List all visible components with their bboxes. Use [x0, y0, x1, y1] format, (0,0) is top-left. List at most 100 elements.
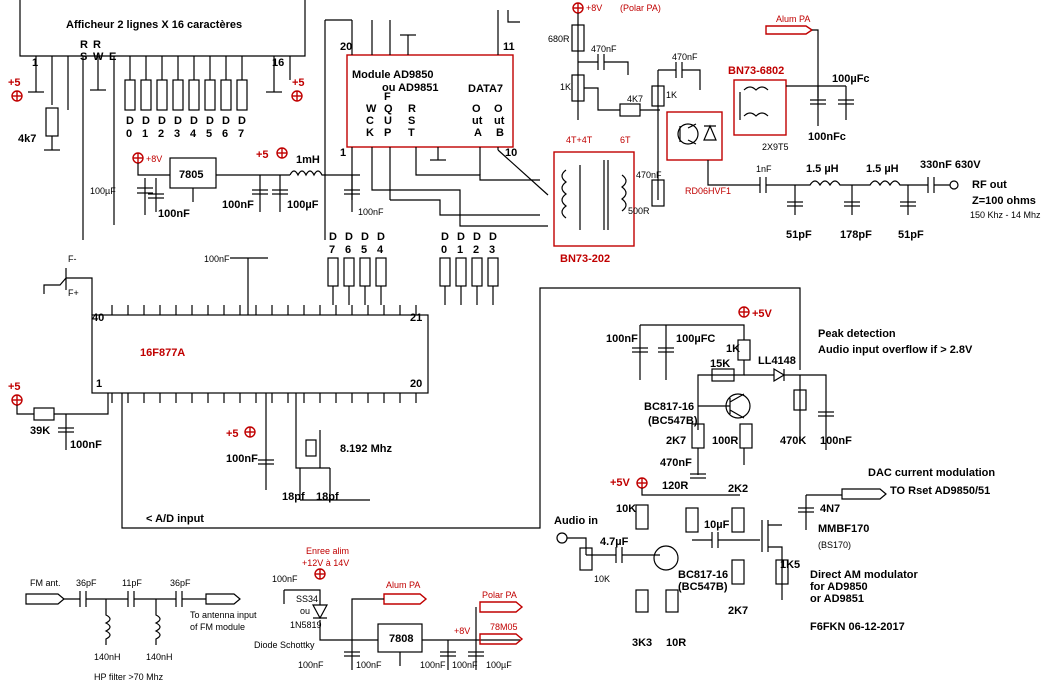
peak-bc547: (BC547B) [648, 415, 698, 427]
filter-c51a: 51pF [786, 229, 812, 241]
lcd-data-label: D [174, 115, 182, 127]
supply-c100: 100nF [272, 574, 298, 584]
pic-data-resistor [487, 257, 499, 287]
pic-c100n2: 100nF [70, 439, 102, 451]
am-audio-in: Audio in [554, 515, 598, 527]
supply-entree: Enree alim [306, 546, 349, 556]
svg-text:O: O [472, 103, 481, 115]
lcd-pin1: 1 [32, 57, 38, 69]
pa-r4k7: 4K7 [627, 94, 643, 104]
am-pot10k: 10K [594, 574, 610, 584]
dds-data7: DATA7 [468, 83, 503, 95]
lcd-vplus2: +5 [292, 77, 305, 89]
pic-data-resistor [343, 257, 355, 287]
filter-l1: 1.5 µH [806, 163, 839, 175]
dds-pin11: 11 [503, 41, 515, 53]
dds-module: Module AD9850 ou AD9851 DATA7 20 11 1 10… [324, 10, 549, 240]
svg-text:K: K [366, 127, 374, 139]
lcd-data-label: D [126, 115, 134, 127]
lcd-data-resistor [124, 79, 136, 111]
peak-r2k7: 2K7 [666, 435, 686, 447]
pic-c18a: 18pf [282, 491, 305, 503]
am-c10u: 10µF [704, 519, 730, 531]
am-mmbf170: MMBF170 [818, 523, 869, 535]
pic-data-resistor [439, 257, 451, 287]
am-c4n7: 4N7 [820, 503, 840, 515]
pic-f-minus: F- [68, 254, 77, 264]
supply-1n5819: 1N5819 [290, 620, 322, 630]
lcd-data-resistor [204, 79, 216, 111]
peak-r100: 100R [712, 435, 738, 447]
dds-title2: ou AD9851 [382, 82, 438, 94]
power-5v: +5 [256, 149, 269, 161]
lcd-data-resistor [156, 79, 168, 111]
pic-c100n3: 100nF [226, 453, 258, 465]
pic-data-resistor [359, 257, 371, 287]
peak-c100n: 100nF [606, 333, 638, 345]
pic-data-resistor [327, 257, 339, 287]
lcd-data-resistor [140, 79, 152, 111]
fm-hp: HP filter >70 Mhz [94, 672, 164, 682]
pic-data-label: D [329, 231, 337, 243]
pic-pin21: 21 [410, 312, 422, 324]
pic-data-label: D [489, 231, 497, 243]
lcd-data-label: D [158, 115, 166, 127]
peak-c100n2: 100nF [820, 435, 852, 447]
pa-r680: 680R [548, 34, 570, 44]
peak-c100u: 100µFC [676, 333, 715, 345]
lcd-data-resistor [220, 79, 232, 111]
power-ind: 1mH [296, 154, 320, 166]
lcd-rw: R [93, 39, 101, 51]
dds-title: Module AD9850 [352, 69, 434, 81]
am-for2: or AD9851 [810, 593, 864, 605]
am-r1k5: 1K5 [780, 559, 800, 571]
svg-text:ut: ut [494, 115, 505, 127]
lcd-data-label: 1 [142, 128, 148, 140]
pic-pin40: 40 [92, 312, 104, 324]
lcd-data-label: 0 [126, 128, 132, 140]
fm-l2: 140nH [146, 652, 173, 662]
pic-data-label: 6 [345, 244, 351, 256]
peak-5v: +5V [752, 308, 773, 320]
svg-text:C: C [366, 115, 374, 127]
power-c3: 100nF [222, 199, 254, 211]
peak-r1k: 1K [726, 343, 740, 355]
svg-text:Q: Q [384, 103, 393, 115]
am-to: TO Rset AD9850/51 [890, 485, 990, 497]
pic-data-label: 5 [361, 244, 367, 256]
am-bc547: (BC547B) [678, 581, 728, 593]
pa-alum: Alum PA [776, 14, 810, 24]
pic-data-label: D [361, 231, 369, 243]
pa-c100nf: 100nFc [808, 131, 846, 143]
peak-detection: Peak detection Audio input overflow if >… [606, 306, 973, 479]
pic-data-label: 3 [489, 244, 495, 256]
filter-l2: 1.5 µH [866, 163, 899, 175]
supply-polar: Polar PA [482, 590, 517, 600]
peak-r470k: 470K [780, 435, 806, 447]
am-5v: +5V [610, 477, 631, 489]
lcd-display: Afficheur 2 lignes X 16 caractères 1 16 … [8, 0, 306, 240]
pic-data-resistor [471, 257, 483, 287]
svg-text:W: W [366, 103, 377, 115]
supply-7808: 7808 [389, 633, 413, 645]
filter-c330: 330nF 630V [920, 159, 981, 171]
peak-c470: 470nF [660, 457, 692, 469]
lcd-pin16: 16 [272, 57, 284, 69]
fm-hp-filter: FM ant. 36pF 11pF 36pF To antenna input … [25, 578, 257, 682]
power-c2: 100nF [158, 208, 190, 220]
svg-text:O: O [494, 103, 503, 115]
pa-6t: 6T [620, 135, 631, 145]
fm-c11: 11pF [122, 578, 142, 588]
pic-data-label: D [473, 231, 481, 243]
filter-rfout: RF out [972, 179, 1007, 191]
pa-2x9t5: 2X9T5 [762, 142, 789, 152]
pic-data-label: 4 [377, 244, 384, 256]
supply-ss34: SS34 [296, 594, 318, 604]
pic-data-resistor [375, 257, 387, 287]
input-supply: 100nF Enree alim +12V à 14V SS34 ou 1N58… [254, 546, 524, 670]
filter-range: 150 Khz - 14 Mhz [970, 210, 1041, 220]
lcd-vplus: +5 [8, 77, 21, 89]
pic-data-label: 0 [441, 244, 447, 256]
